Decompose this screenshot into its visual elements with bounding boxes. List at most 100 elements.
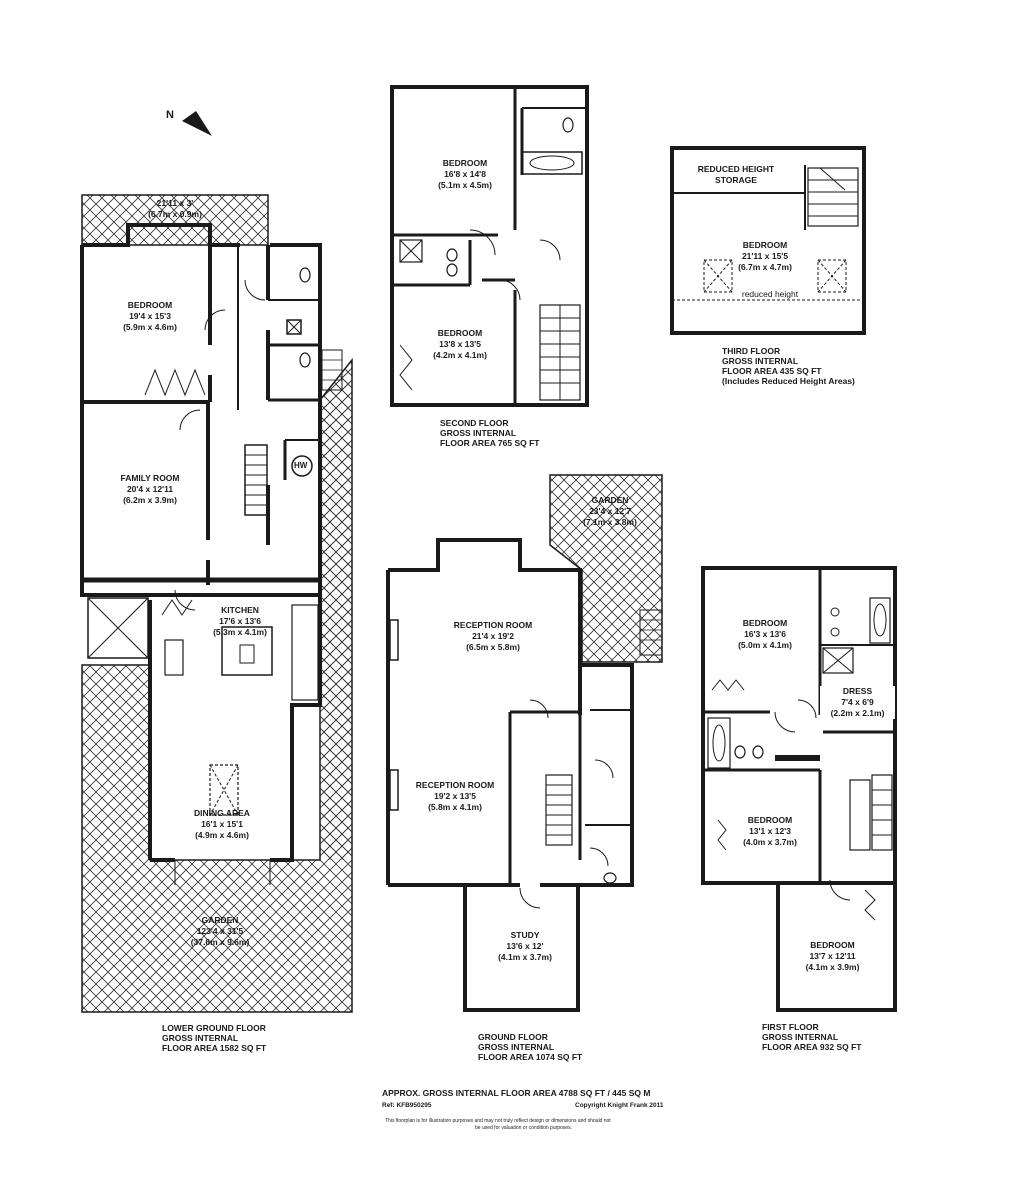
gf-reception1-metric: (6.5m x 5.8m) (466, 642, 520, 652)
gf-reception2-metric: (5.8m x 4.1m) (428, 802, 482, 812)
lg-dining-dims: 16'1 x 15'1 (201, 819, 243, 829)
lg-garden-name: GARDEN (201, 915, 239, 925)
north-arrow-icon (182, 111, 212, 136)
gf-reception2-dims: 19'2 x 13'5 (434, 791, 476, 801)
gf-floor-title-line2: GROSS INTERNAL (478, 1042, 555, 1052)
sf-floor-title-line1: SECOND FLOOR (440, 418, 509, 428)
sf-floor-title-line3: FLOOR AREA 765 SQ FT (440, 438, 540, 448)
ff-bedroom1-dims: 16'3 x 13'6 (744, 629, 786, 639)
gf-floor-title: GROUND FLOOR GROSS INTERNAL FLOOR AREA 1… (478, 1032, 582, 1062)
copyright-notice: Copyright Knight Frank 2011 (575, 1102, 664, 1109)
gf-study-name: STUDY (510, 930, 540, 940)
lg-garden-dims: 123'4 x 31'5 (196, 926, 244, 936)
lg-bedroom-label: BEDROOM 19'4 x 15'3 (5.9m x 4.6m) (100, 300, 200, 333)
second-floor-plan (390, 85, 589, 407)
ff-bedroom1-name: BEDROOM (742, 618, 788, 628)
tf-storage-line1: REDUCED HEIGHT (697, 164, 775, 174)
total-area: APPROX. GROSS INTERNAL FLOOR AREA 4788 S… (382, 1088, 651, 1098)
first-floor-plan (701, 566, 897, 1012)
lg-dining-label: DINING AREA 16'1 x 15'1 (4.9m x 4.6m) (172, 808, 272, 841)
tf-floor-title-line2: GROSS INTERNAL (722, 356, 799, 366)
gf-floor-title-line3: FLOOR AREA 1074 SQ FT (478, 1052, 583, 1062)
lg-dining-metric: (4.9m x 4.6m) (195, 830, 249, 840)
sf-bedroom2-label: BEDROOM 13'8 x 13'5 (4.2m x 4.1m) (410, 328, 510, 361)
ff-dress-metric: (2.2m x 2.1m) (830, 708, 885, 718)
lg-family-room-label: FAMILY ROOM 20'4 x 12'11 (6.2m x 3.9m) (95, 473, 205, 506)
gf-study-label: STUDY 13'6 x 12' (4.1m x 3.7m) (475, 930, 575, 963)
lg-dining-name: DINING AREA (194, 808, 250, 818)
gf-reception1-label: RECEPTION ROOM 21'4 x 19'2 (6.5m x 5.8m) (433, 620, 553, 653)
tf-floor-title-line4: (Includes Reduced Height Areas) (722, 376, 855, 386)
sf-bedroom1-name: BEDROOM (442, 158, 488, 168)
lg-kitchen-metric: (5.3m x 4.1m) (213, 627, 267, 637)
gf-reception2-name: RECEPTION ROOM (415, 780, 495, 790)
lg-bedroom-dims: 19'4 x 15'3 (129, 311, 171, 321)
lg-floor-title-line1: LOWER GROUND FLOOR (162, 1023, 266, 1033)
ff-floor-title-line3: FLOOR AREA 932 SQ FT (762, 1042, 862, 1052)
ff-dress-label: DRESS 7'4 x 6'9 (2.2m x 2.1m) (820, 686, 895, 719)
ff-bedroom2-name: BEDROOM (747, 815, 793, 825)
lg-family-room-metric: (6.2m x 3.9m) (123, 495, 177, 505)
reference-number: Ref: KFB950295 (382, 1102, 432, 1109)
sf-floor-title-line2: GROSS INTERNAL (440, 428, 517, 438)
ff-bedroom2-dims: 13'1 x 12'3 (749, 826, 791, 836)
ff-bedroom1-metric: (5.0m x 4.1m) (738, 640, 792, 650)
lg-bedroom-metric: (5.9m x 4.6m) (123, 322, 177, 332)
gf-study-metric: (4.1m x 3.7m) (498, 952, 552, 962)
tf-bedroom-label: BEDROOM 21'11 x 15'5 (6.7m x 4.7m) (715, 240, 815, 273)
gf-reception2-label: RECEPTION ROOM 19'2 x 13'5 (5.8m x 4.1m) (400, 780, 510, 813)
tf-reduced-height-label: reduced height (741, 289, 799, 299)
tf-floor-title-line3: FLOOR AREA 435 SQ FT (722, 366, 822, 376)
lg-family-room-dims: 20'4 x 12'11 (126, 484, 174, 494)
ff-bedroom2-label: BEDROOM 13'1 x 12'3 (4.0m x 3.7m) (725, 815, 815, 848)
lg-kitchen-label: KITCHEN 17'6 x 13'6 (5.3m x 4.1m) (195, 605, 285, 638)
sf-floor-title: SECOND FLOOR GROSS INTERNAL FLOOR AREA 7… (440, 418, 540, 448)
gf-reception1-dims: 21'4 x 19'2 (472, 631, 514, 641)
lg-kitchen-name: KITCHEN (221, 605, 259, 615)
sf-bedroom2-dims: 13'8 x 13'5 (439, 339, 481, 349)
ff-dress-name: DRESS (842, 686, 873, 696)
gf-reception1-name: RECEPTION ROOM (453, 620, 533, 630)
ff-bedroom1-label: BEDROOM 16'3 x 13'6 (5.0m x 4.1m) (715, 618, 815, 651)
tf-storage-line2: STORAGE (715, 175, 757, 185)
gf-floor-title-line1: GROUND FLOOR (478, 1032, 548, 1042)
ff-floor-title: FIRST FLOOR GROSS INTERNAL FLOOR AREA 93… (762, 1022, 862, 1052)
north-label: N (166, 109, 174, 121)
lg-bedroom-name: BEDROOM (127, 300, 173, 310)
lg-family-room-name: FAMILY ROOM (120, 473, 180, 483)
sf-bedroom1-metric: (5.1m x 4.5m) (438, 180, 492, 190)
lg-floor-title: LOWER GROUND FLOOR GROSS INTERNAL FLOOR … (162, 1023, 266, 1053)
disclaimer-line1: This floorplan is for illustration purpo… (385, 1118, 611, 1124)
ff-bedroom2-metric: (4.0m x 3.7m) (743, 837, 797, 847)
lg-floor-title-line2: GROSS INTERNAL (162, 1033, 239, 1043)
tf-storage-label: REDUCED HEIGHT STORAGE (686, 164, 786, 186)
lg-garden-metric: (37.6m x 9.6m) (190, 937, 250, 947)
gf-garden-name: GARDEN (591, 495, 629, 505)
gf-garden-metric: (7.1m x 3.8m) (583, 517, 637, 527)
third-floor-plan (670, 146, 866, 335)
gf-study-dims: 13'6 x 12' (506, 941, 544, 951)
terrace-area (81, 194, 269, 246)
lg-floor-title-line3: FLOOR AREA 1582 SQ FT (162, 1043, 267, 1053)
lg-kitchen-dims: 17'6 x 13'6 (219, 616, 261, 626)
hot-water-label: HW (294, 461, 308, 470)
lg-terrace-label: 21'11 x 3' (6.7m x 0.9m) (125, 198, 225, 220)
disclaimer-line2: be used for valuation or condition purpo… (475, 1125, 573, 1131)
ff-bedroom3-dims: 13'7 x 12'11 (809, 951, 856, 961)
lower-ground-floor-plan (80, 194, 353, 1013)
ground-floor-plan (386, 474, 663, 1012)
gf-garden-label: GARDEN 23'4 x 12'7 (7.1m x 3.8m) (560, 495, 660, 528)
lg-garden-label: GARDEN 123'4 x 31'5 (37.6m x 9.6m) (170, 915, 270, 948)
ff-floor-title-line2: GROSS INTERNAL (762, 1032, 839, 1042)
tf-floor-title: THIRD FLOOR GROSS INTERNAL FLOOR AREA 43… (722, 346, 855, 386)
tf-bedroom-metric: (6.7m x 4.7m) (738, 262, 792, 272)
tf-bedroom-dims: 21'11 x 15'5 (741, 251, 789, 261)
ff-bedroom3-name: BEDROOM (810, 940, 855, 950)
sf-bedroom1-label: BEDROOM 16'8 x 14'8 (5.1m x 4.5m) (415, 158, 515, 191)
ff-bedroom3-metric: (4.1m x 3.9m) (805, 962, 860, 972)
lg-terrace-dims: 21'11 x 3' (156, 198, 194, 208)
sf-bedroom1-dims: 16'8 x 14'8 (444, 169, 486, 179)
lg-terrace-metric: (6.7m x 0.9m) (148, 209, 202, 219)
